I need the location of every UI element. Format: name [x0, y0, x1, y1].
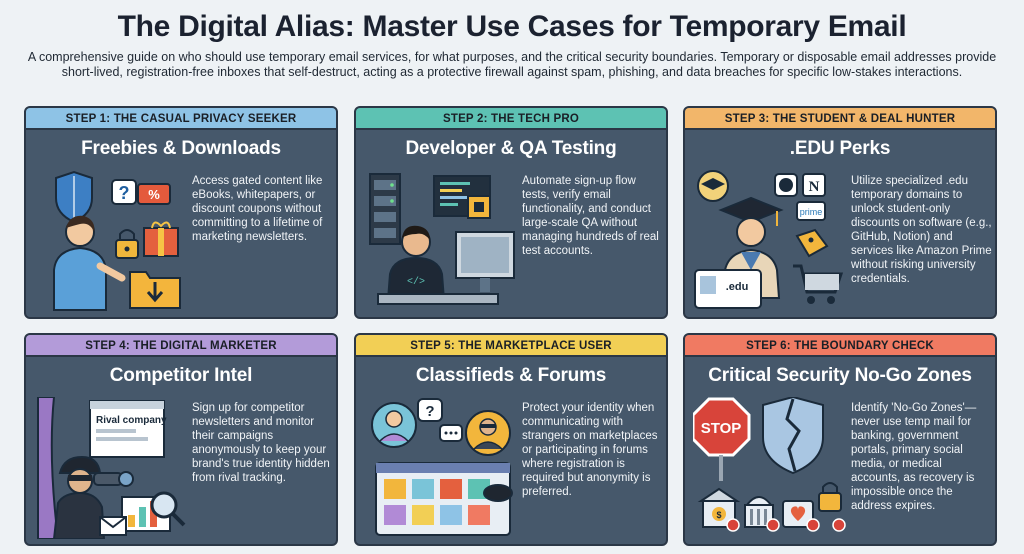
shield-icon [55, 170, 93, 224]
gift-icon [143, 221, 179, 257]
binoculars-icon [93, 471, 134, 487]
card-description: Sign up for competitor newsletters and m… [192, 402, 330, 484]
step-banner: STEP 3: THE STUDENT & DEAL HUNTER [685, 108, 995, 130]
card-heading: Developer & QA Testing [405, 138, 617, 159]
mask-icon [483, 484, 513, 502]
card-heading: Classifieds & Forums [415, 365, 607, 386]
server-rack-icon [369, 173, 401, 245]
card-boundary-check: STEP 6: THE BOUNDARY CHECK Critical Secu… [683, 333, 997, 546]
government-icon [744, 496, 780, 532]
rival-company-label: Rival company [96, 415, 167, 426]
illustration-no-go: STOP $ [693, 397, 849, 539]
edu-label: .edu [726, 281, 749, 293]
svg-text:?: ? [119, 183, 130, 203]
step-banner: STEP 2: THE TECH PRO [356, 108, 666, 130]
card-description: Automate sign-up flow tests, verify emai… [522, 175, 659, 257]
card-marketplace-user: STEP 5: THE MARKETPLACE USER Classifieds… [354, 333, 668, 546]
question-icon: ? [111, 179, 137, 205]
chip-icon [467, 195, 491, 219]
illustration-edu: N prime [693, 170, 849, 312]
envelope-icon [99, 516, 127, 536]
masked-user-icon [465, 410, 511, 456]
card-description: Utilize specialized .edu temporary domai… [851, 175, 992, 285]
step-banner: STEP 6: THE BOUNDARY CHECK [685, 335, 995, 357]
card-student-deal-hunter: STEP 3: THE STUDENT & DEAL HUNTER .EDU P… [683, 106, 997, 319]
page-title: The Digital Alias: Master Use Cases for … [117, 10, 907, 43]
svg-text:</>: </> [407, 276, 425, 288]
step-banner: STEP 1: THE CASUAL PRIVACY SEEKER [26, 108, 336, 130]
card-digital-marketer: STEP 4: THE DIGITAL MARKETER Competitor … [24, 333, 338, 546]
padlock-icon [818, 482, 846, 532]
prime-label: prime [800, 207, 823, 217]
monitor-icon [455, 231, 515, 292]
card-tech-pro: STEP 2: THE TECH PRO Developer & QA Test… [354, 106, 668, 319]
marketplace-grid-icon [375, 462, 511, 536]
medical-icon [782, 500, 820, 532]
card-heading: Critical Security No-Go Zones [708, 365, 972, 386]
broken-shield-icon [762, 397, 824, 475]
illustration-marketplace: ? [364, 397, 520, 539]
bank-icon: $ [697, 487, 741, 532]
chat-bubble-icon [439, 424, 463, 442]
edu-id-card-icon: .edu [694, 269, 762, 309]
download-folder-icon [129, 271, 181, 309]
notion-icon: N [802, 173, 826, 197]
stop-label: STOP [701, 420, 742, 437]
prime-icon: prime [796, 201, 826, 221]
question-mark: ? [425, 403, 434, 420]
card-heading: Competitor Intel [109, 365, 253, 386]
shopping-cart-icon [793, 264, 844, 304]
illustration-developer: </> [364, 170, 520, 312]
card-description: Access gated content like eBooks, whitep… [192, 175, 323, 243]
svg-text:$: $ [716, 510, 721, 520]
illustration-competitor: Rival company [34, 397, 190, 539]
stop-sign-icon: STOP [693, 397, 751, 481]
svg-text:%: % [148, 187, 160, 202]
curtain-icon [37, 397, 60, 539]
svg-text:N: N [809, 179, 820, 195]
illustration-freebies: ? % [34, 170, 190, 312]
card-description: Protect your identity when communicating… [522, 402, 658, 498]
graduation-cap-icon [697, 170, 729, 202]
person-illustration [53, 215, 126, 311]
card-casual-privacy-seeker: STEP 1: THE CASUAL PRIVACY SEEKER Freebi… [24, 106, 338, 319]
laptop-icon [377, 293, 499, 305]
github-icon [774, 173, 798, 197]
step-banner: STEP 4: THE DIGITAL MARKETER [26, 335, 336, 357]
lock-icon [115, 229, 139, 259]
browser-window-icon: Rival company [89, 400, 167, 458]
developer-person: </> [386, 225, 446, 301]
spy-icon [52, 455, 106, 539]
percent-coupon-icon: % [137, 183, 171, 205]
card-description: Identify 'No-Go Zones'—never use temp ma… [851, 402, 977, 512]
card-heading: Freebies & Downloads [81, 138, 281, 159]
card-heading: .EDU Perks [789, 138, 891, 159]
price-tag-icon [795, 228, 829, 258]
question-bubble-icon: ? [417, 398, 443, 422]
intro-text: A comprehensive guide on who should use … [27, 50, 997, 79]
step-banner: STEP 5: THE MARKETPLACE USER [356, 335, 666, 357]
user-avatar-icon [371, 402, 417, 448]
student-person [718, 196, 784, 299]
magnifier-icon [150, 491, 186, 527]
